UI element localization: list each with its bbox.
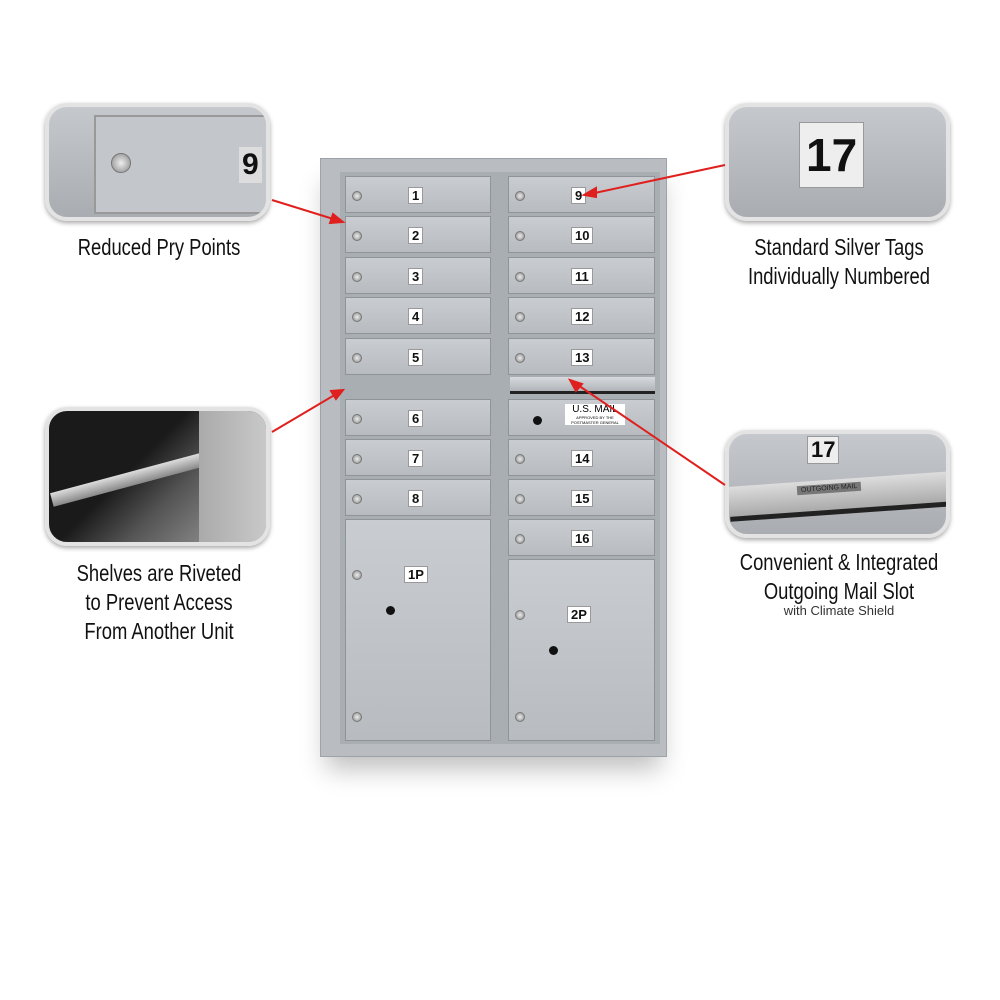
mailbox-door[interactable]: 11 <box>508 257 655 294</box>
lock-icon <box>352 494 362 504</box>
mailbox-door[interactable]: 13 <box>508 338 655 375</box>
arrowhead <box>328 212 346 225</box>
usmail-door: U.S. MAIL APPROVED BY THE POSTMASTER GEN… <box>508 399 655 436</box>
arrow-shelves <box>271 389 344 433</box>
lock-icon <box>352 353 362 363</box>
mailbox-door[interactable]: 1 <box>345 176 491 213</box>
door-number-tag: 5 <box>408 349 424 366</box>
keyhole-icon <box>386 606 395 615</box>
lock-icon <box>352 312 362 322</box>
lock-icon <box>515 312 525 322</box>
slot-caption: Convenient & Integrated Outgoing Mail Sl… <box>739 549 939 604</box>
mailbox-door[interactable]: 14 <box>508 439 655 476</box>
arrowhead <box>567 378 584 393</box>
mailbox-door[interactable]: 10 <box>508 216 655 253</box>
mailbox-door[interactable]: 2 <box>345 216 491 253</box>
lock-icon <box>352 454 362 464</box>
door-number-tag: 6 <box>408 410 424 427</box>
lock-icon <box>515 712 525 722</box>
mailbox-door[interactable]: 6 <box>345 399 491 436</box>
lock-icon <box>515 610 525 620</box>
arrowhead <box>329 388 346 401</box>
door-number-tag: 2P <box>567 606 591 623</box>
shelves-caption: Shelves are Riveted to Prevent Access Fr… <box>76 560 242 644</box>
mailbox-door[interactable]: 4 <box>345 297 491 334</box>
lock-icon <box>515 272 525 282</box>
door-number-tag: 11 <box>571 268 593 285</box>
lock-icon <box>515 494 525 504</box>
door-number-tag: 7 <box>408 450 424 467</box>
arrow-slot <box>571 380 726 486</box>
outgoing-slot-photo: 17 OUTGOING MAIL <box>725 430 950 538</box>
outgoing-mail-slot <box>510 377 655 394</box>
mailbox-door[interactable]: 5 <box>345 338 491 375</box>
usmail-label: U.S. MAIL APPROVED BY THE POSTMASTER GEN… <box>565 404 625 425</box>
silver-tag-photo: 17 <box>725 103 950 221</box>
door-number-tag: 9 <box>571 187 587 204</box>
pry-caption: Reduced Pry Points <box>77 234 241 260</box>
door-number-tag: 10 <box>571 227 594 244</box>
mailbox-door[interactable]: 7 <box>345 439 491 476</box>
lock-icon <box>352 191 362 201</box>
door-number-tag: 16 <box>571 530 594 547</box>
lock-icon <box>515 191 525 201</box>
door-number-tag: 1 <box>408 187 424 204</box>
mailbox-door[interactable]: 12 <box>508 297 655 334</box>
mailbox-door[interactable]: 15 <box>508 479 655 516</box>
parcel-locker-door[interactable]: 2P <box>508 559 655 741</box>
lock-icon <box>515 231 525 241</box>
lock-icon <box>352 414 362 424</box>
mailbox-door[interactable]: 3 <box>345 257 491 294</box>
lock-icon <box>515 353 525 363</box>
arrowhead <box>581 186 597 199</box>
lock-icon <box>352 272 362 282</box>
slot-subcaption: with Climate Shield <box>783 603 895 618</box>
door-number-tag: 12 <box>571 308 594 325</box>
door-number-tag: 4 <box>408 308 424 325</box>
door-number-tag: 13 <box>571 349 594 366</box>
door-number-tag: 2 <box>408 227 424 244</box>
door-number-tag: 15 <box>571 490 594 507</box>
mailbox-door[interactable]: 16 <box>508 519 655 556</box>
keyhole-icon <box>533 416 542 425</box>
pry-points-photo: 9 <box>45 103 270 221</box>
mailbox-door[interactable]: 8 <box>345 479 491 516</box>
arrow-tags <box>589 164 726 195</box>
door-number-tag: 3 <box>408 268 424 285</box>
lock-icon <box>352 570 362 580</box>
tags-caption: Standard Silver Tags Individually Number… <box>747 234 931 289</box>
door-number-tag: 14 <box>571 450 594 467</box>
lock-icon <box>515 534 525 544</box>
shelves-photo <box>45 407 270 546</box>
parcel-locker-door[interactable]: 1P <box>345 519 491 741</box>
door-number-tag: 1P <box>404 566 428 583</box>
lock-icon <box>515 454 525 464</box>
keyhole-icon <box>549 646 558 655</box>
mailbox-door[interactable]: 9 <box>508 176 655 213</box>
door-number-tag: 8 <box>408 490 424 507</box>
lock-icon <box>352 712 362 722</box>
lock-icon <box>352 231 362 241</box>
